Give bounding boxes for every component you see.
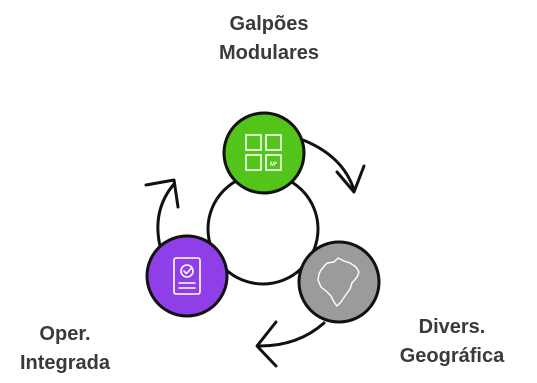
label-oper-line-2: Integrada <box>19 352 111 374</box>
node-divers-circle <box>297 240 381 324</box>
checklist-document-icon <box>173 257 201 295</box>
arrow-left-to-top <box>144 178 180 248</box>
brazil-map-icon <box>317 257 360 307</box>
label-galpoes: Galpões Modulares <box>169 10 369 68</box>
node-oper[interactable] <box>145 234 229 318</box>
arrow-top-to-right <box>301 138 366 194</box>
node-galpoes-circle <box>222 111 306 195</box>
label-galpoes-line-1: Galpões <box>229 13 309 35</box>
m2-icon-text: M² <box>270 161 277 168</box>
arrow-right-to-left <box>255 320 326 368</box>
label-galpoes-line-2: Modulares <box>218 42 320 64</box>
label-oper: Oper. Integrada <box>0 320 155 378</box>
label-oper-line-1: Oper. <box>39 323 91 345</box>
label-divers: Divers. Geográfica <box>368 313 536 371</box>
label-divers-line-1: Divers. <box>418 316 486 338</box>
node-oper-circle <box>145 234 229 318</box>
node-galpoes[interactable]: M² <box>222 111 306 195</box>
grid-m2-icon <box>245 134 282 171</box>
node-divers[interactable] <box>297 240 381 324</box>
label-divers-line-2: Geográfica <box>399 345 505 367</box>
